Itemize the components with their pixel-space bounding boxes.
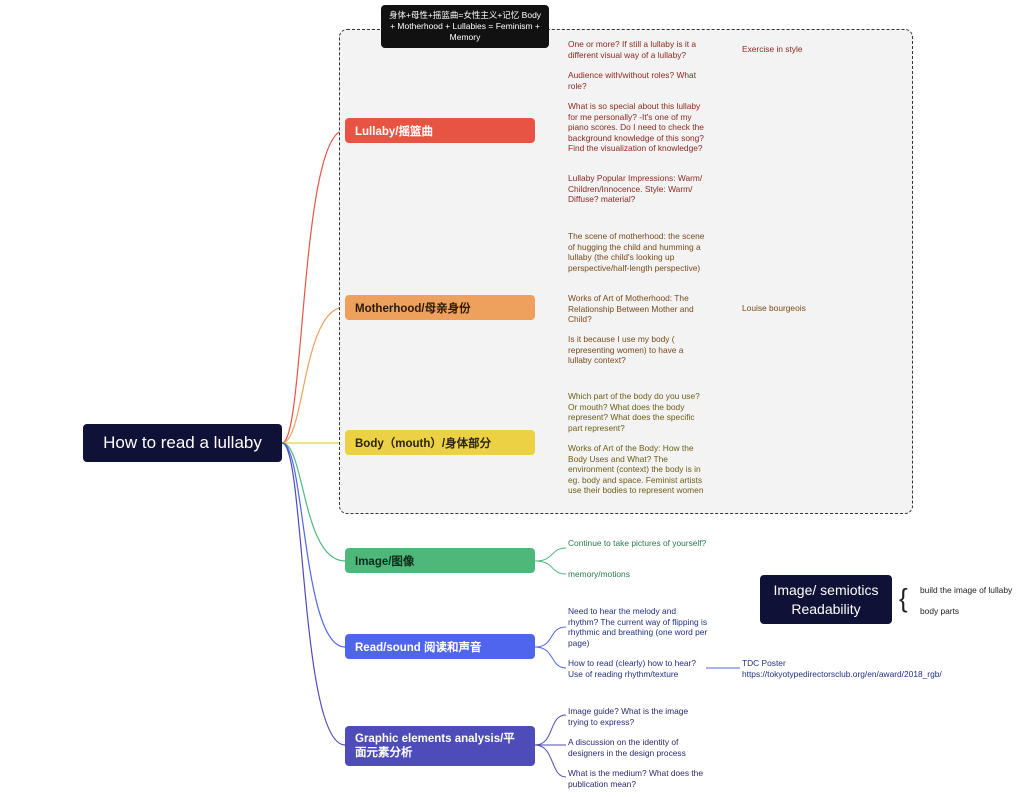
leaf-lullaby-3[interactable]: What is so special about this lullaby fo… [568,101,704,153]
connector-motherhood [281,306,346,444]
leaf-motherhood-1[interactable]: The scene of motherhood: the scene of hu… [568,231,705,273]
leaf-body-2[interactable]: Works of Art of the Body: How the Body U… [568,443,704,495]
branch-read-sound[interactable]: Read/sound 阅读和声音 [345,634,535,659]
leaf-read-2[interactable]: How to read (clearly) how to hear? Use o… [568,658,697,679]
leaf-read-1[interactable]: Need to hear the melody and rhythm? The … [568,606,708,648]
branch-graphic-elements[interactable]: Graphic elements analysis/平面元素分析 [345,726,535,766]
leaf-image-1[interactable]: Continue to take pictures of yourself? [568,538,707,548]
leaf-tdc-poster[interactable]: TDC Poster https://tokyotypedirectorsclu… [742,658,942,679]
branch-body[interactable]: Body（mouth）/身体部分 [345,430,535,455]
legend-item-body-parts[interactable]: body parts [920,606,960,616]
leaf-motherhood-3[interactable]: Is it because I use my body ( representi… [568,334,684,365]
leaf-lullaby-2[interactable]: Audience with/without roles? What role? [568,70,697,91]
boundary-label[interactable]: 身体+母性+摇篮曲=女性主义+记忆 Body + Motherhood + Lu… [381,5,549,48]
leaf-motherhood-2[interactable]: Works of Art of Motherhood: The Relation… [568,293,694,324]
leaf-lullaby-4[interactable]: Lullaby Popular Impressions: Warm/ Child… [568,173,703,204]
connector-graphic [281,442,346,746]
connector-read [281,442,346,648]
leaf-exercise-in-style[interactable]: Exercise in style [742,44,803,54]
leaf-graphic-1[interactable]: Image guide? What is the image trying to… [568,706,689,727]
branch-lullaby[interactable]: Lullaby/摇篮曲 [345,118,535,143]
connector-image [281,442,346,562]
leaf-lullaby-1[interactable]: One or more? If still a lullaby is it a … [568,39,697,60]
legend-item-build-image[interactable]: build the image of lullaby [920,585,1013,595]
leaf-image-2[interactable]: memory/motions [568,569,630,579]
root-topic[interactable]: How to read a lullaby [83,424,282,462]
leaf-graphic-3[interactable]: What is the medium? What does the public… [568,768,703,789]
branch-motherhood[interactable]: Motherhood/母亲身份 [345,295,535,320]
leaf-body-1[interactable]: Which part of the body do you use? Or mo… [568,391,700,433]
leaf-graphic-2[interactable]: A discussion on the identity of designer… [568,737,686,758]
floating-topic-semiotics[interactable]: Image/ semiotics Readability [760,575,892,624]
branch-image[interactable]: Image/图像 [345,548,535,573]
connector-lullaby [281,129,346,444]
brace-icon: { [899,583,908,613]
leaf-louise-bourgeois[interactable]: Louise bourgeois [742,303,806,313]
